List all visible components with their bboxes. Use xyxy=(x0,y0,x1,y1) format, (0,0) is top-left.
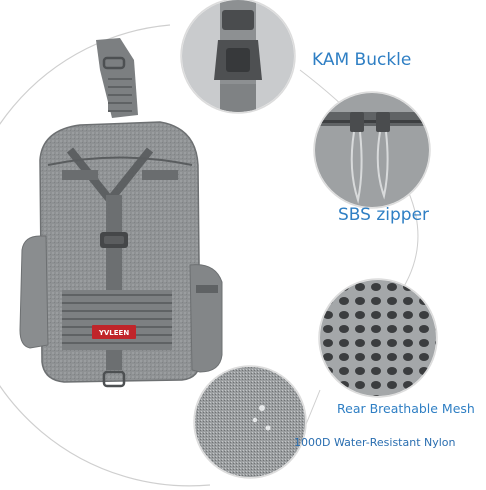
sbs-zipper-label: SBS zipper xyxy=(338,205,430,225)
detail-circle-mesh xyxy=(318,278,438,398)
kam-buckle-label: KAM Buckle xyxy=(312,50,412,70)
detail-circle-nylon xyxy=(193,365,307,479)
detail-circle-buckle xyxy=(180,0,296,114)
nylon-label: 1000D Water-Resistant Nylon xyxy=(294,436,456,449)
detail-circle-zipper xyxy=(313,91,431,209)
bottle-pocket xyxy=(189,264,223,373)
mesh-label: Rear Breathable Mesh xyxy=(337,401,475,416)
strap-ring xyxy=(102,56,126,70)
brand-patch xyxy=(92,325,136,339)
molle-panel xyxy=(62,290,172,350)
sling-bag: YVLEEN xyxy=(19,38,223,388)
outline-arc xyxy=(0,24,211,487)
brand-patch-text: YVLEEN xyxy=(98,329,130,337)
side-pocket-left xyxy=(19,235,49,349)
